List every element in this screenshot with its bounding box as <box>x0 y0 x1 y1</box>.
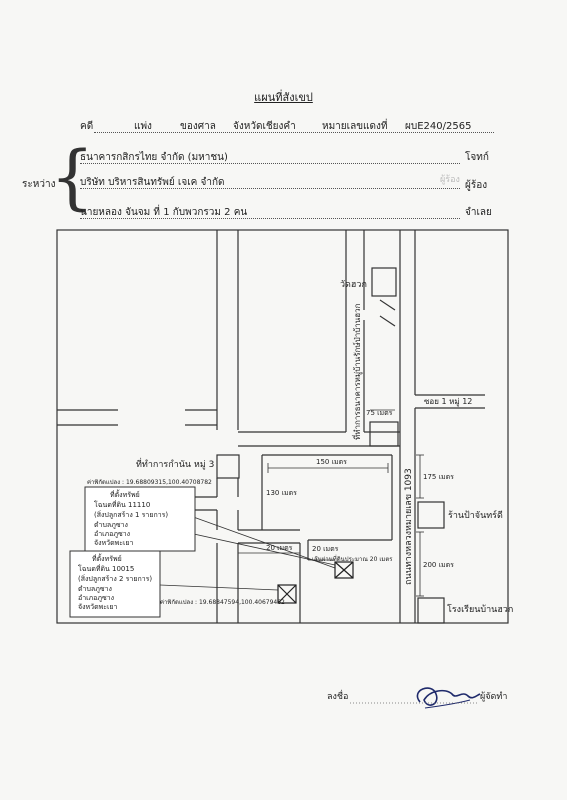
map-frame <box>56 229 509 624</box>
label-dist-130: 130 เมตร <box>266 489 297 497</box>
box1-title: ที่ตั้งทรัพย์ <box>110 488 140 499</box>
box2-line3: ตำบลภูซาง <box>78 585 112 593</box>
label-dist-20a: 20 เมตร <box>266 544 293 552</box>
road-slant-a <box>379 299 396 311</box>
box2-title: ที่ตั้งทรัพย์ <box>92 552 122 563</box>
document-title: แผนที่สังเขป <box>254 91 313 104</box>
label-path-note: เส้นผ่านที่ดินประมาณ 20 เมตร <box>312 555 393 563</box>
label-dist-150: 150 เมตร <box>316 458 347 466</box>
defendant-role: จำเลย <box>465 207 492 218</box>
label-coord-1: ค่าพิกัดแปลง : 19.68809315,100.40708782 <box>87 479 212 486</box>
label-highway: ถนนทางหลวงหมายเลข 1093 <box>404 468 414 585</box>
between-label: ระหว่าง <box>22 179 56 190</box>
label-dist-200: 200 เมตร <box>423 561 454 569</box>
defendant-dotted-line <box>80 218 460 219</box>
petitioner-role: ผู้ร้อง <box>465 180 488 191</box>
label-village-office: ที่ทำการธนาคารหมู่บ้านรักษ์ป่าบ้านฮวก <box>351 303 363 440</box>
pointer-line-3 <box>159 584 279 591</box>
signature-icon <box>416 687 481 706</box>
header-dotted-line <box>94 132 494 133</box>
brace-icon: { <box>50 136 95 218</box>
red-number-label: หมายเลขแดงที่ <box>322 121 388 132</box>
plaintiff-name: ธนาคารกสิกรไทย จำกัด (มหาชน) <box>80 152 228 163</box>
petitioner-dotted-line <box>80 188 460 189</box>
label-dist-175: 175 เมตร <box>423 473 454 481</box>
temple-box <box>371 267 397 297</box>
property-box-2: ที่ตั้งทรัพย์ โฉนดที่ดิน 10015 (สิ่งปลูก… <box>69 550 161 618</box>
box2-line2: (สิ่งปลูกสร้าง 2 รายการ) <box>78 574 152 583</box>
headman-office-box <box>216 454 240 479</box>
case-type: แพ่ง <box>134 121 152 132</box>
box1-line3: ตำบลภูซาง <box>94 521 128 529</box>
box2-line4: อำเภอภูซาง <box>78 594 114 602</box>
box1-line4: อำเภอภูซาง <box>94 530 130 538</box>
signature-role: ผู้จัดทำ <box>480 692 508 702</box>
box1-line2: (สิ่งปลูกสร้าง 1 รายการ) <box>94 510 168 519</box>
defendant-name: นายหลอง จันจม ที่ 1 กับพวกรวม 2 คน <box>80 207 248 218</box>
label-dist-20b: 20 เมตร <box>312 545 339 553</box>
case-label: คดี <box>80 121 94 132</box>
label-shop: ร้านป้าจันทร์ดี <box>448 509 503 521</box>
label-soi: ซอย 1 หมู่ 12 <box>424 397 472 407</box>
road-slant-b <box>379 315 396 327</box>
label-temple: วัดฮวก <box>340 280 367 290</box>
property-marker-1-icon <box>334 561 354 579</box>
property-marker-2-icon <box>277 584 297 604</box>
school-box <box>417 597 445 624</box>
plaintiff-role: โจทก์ <box>465 152 489 163</box>
court-prefix: ของศาล <box>180 121 216 132</box>
label-school: โรงเรียนบ้านฮวก <box>447 604 513 615</box>
label-dist-75: 75 เมตร <box>366 409 393 417</box>
petitioner-name: บริษัท บริหารสินทรัพย์ เจเค จำกัด <box>80 177 225 188</box>
plaintiff-dotted-line <box>80 163 460 164</box>
box1-line1: โฉนดที่ดิน 11110 <box>94 500 150 509</box>
signature-label: ลงชื่อ <box>327 692 349 702</box>
village-office-box <box>369 421 399 447</box>
box2-line5: จังหวัดพะเยา <box>78 603 117 611</box>
shop-box <box>417 501 445 529</box>
box2-line1: โฉนดที่ดิน 10015 <box>78 564 134 573</box>
property-box-1: ที่ตั้งทรัพย์ โฉนดที่ดิน 11110 (สิ่งปลูก… <box>84 486 196 552</box>
court-name: จังหวัดเชียงคำ <box>233 121 296 132</box>
box1-line5: จังหวัดพะเยา <box>94 539 133 547</box>
label-coord-2: ค่าพิกัดแปลง : 19.68847594,100.40679462 <box>160 599 285 606</box>
red-number-value: ผบE240/2565 <box>405 121 472 132</box>
label-headman-office: ที่ทำการกำนัน หมู่ 3 <box>136 457 214 470</box>
petitioner-faint-text: ผู้ร้อง <box>440 175 460 185</box>
